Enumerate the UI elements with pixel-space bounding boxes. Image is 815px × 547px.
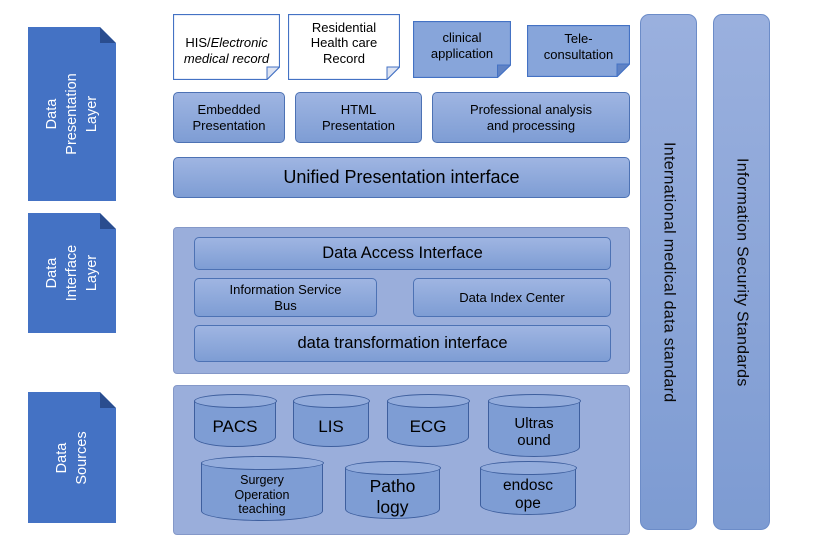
note-shape <box>173 14 280 80</box>
layer-tab-data-sources: Data Sources <box>28 392 116 523</box>
database-cylinder-ultrasound: Ultras ound <box>487 394 581 457</box>
database-cylinder-surgery-operation-teaching: Surgery Operation teaching <box>200 456 324 521</box>
information-service-bus-box: Information Service Bus <box>194 278 377 317</box>
note-label: Residential Health care Record <box>310 19 378 66</box>
note-shape <box>288 14 400 80</box>
standard-bar-label: International medical data standard <box>660 141 678 403</box>
note-label-prefix: HIS/ <box>185 35 211 51</box>
module-html-presentation: HTML Presentation <box>295 92 422 143</box>
database-cylinder-pathology: Patho logy <box>344 461 441 519</box>
note-his-electronic-medical-record: HIS/Electronic medical record <box>173 14 280 80</box>
note-shape <box>413 21 511 78</box>
database-cylinder-ecg: ECG <box>386 394 470 447</box>
data-index-center-box: Data Index Center <box>413 278 611 317</box>
note-residential-health-care-record: Residential Health care Record <box>288 14 400 80</box>
module-embedded-presentation: Embedded Presentation <box>173 92 285 143</box>
module-professional-analysis: Professional analysis and processing <box>432 92 630 143</box>
layer-tab-label: Data Interface Layer <box>43 244 101 302</box>
note-label-italic: Electronic medical record <box>183 35 270 66</box>
standard-bar-information-security: Information Security Standards <box>713 14 770 530</box>
data-interface-panel: Data Access Interface Information Servic… <box>173 227 630 374</box>
data-transformation-interface-bar: data transformation interface <box>194 325 611 362</box>
note-shape <box>527 25 630 77</box>
note-clinical-application: clinical application <box>413 21 511 78</box>
layer-tab-label: Data Sources <box>53 430 90 485</box>
layer-tab-data-interface: Data Interface Layer <box>28 213 116 333</box>
database-cylinder-lis: LIS <box>292 394 370 447</box>
data-sources-panel: PACS LIS ECG Ultras ound Surgery Operati… <box>173 385 630 535</box>
note-label: Tele- consultation <box>543 31 614 62</box>
unified-presentation-interface-bar: Unified Presentation interface <box>173 157 630 198</box>
note-label: HIS/Electronic medical record <box>173 14 280 72</box>
standard-bar-international-medical-data: International medical data standard <box>640 14 697 530</box>
data-access-interface-bar: Data Access Interface <box>194 237 611 270</box>
standard-bar-label: Information Security Standards <box>733 157 751 387</box>
note-label: clinical application <box>430 29 494 61</box>
database-cylinder-pacs: PACS <box>193 394 277 447</box>
note-tele-consultation: Tele- consultation <box>527 25 630 77</box>
layer-tab-label: Data Presentation Layer <box>43 73 101 155</box>
database-cylinder-endoscope: endosc ope <box>479 461 577 515</box>
layer-tab-data-presentation: Data Presentation Layer <box>28 27 116 201</box>
